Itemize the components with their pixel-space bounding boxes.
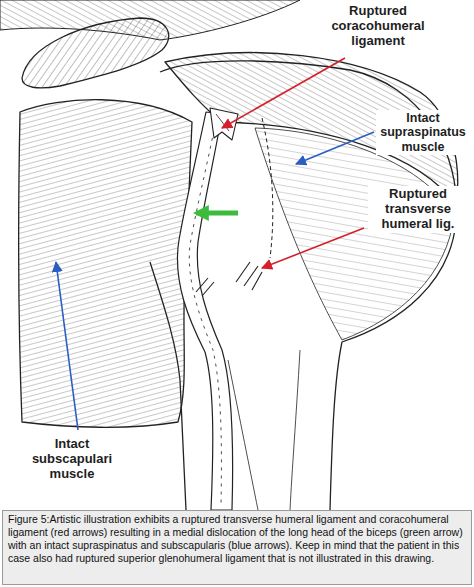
illustration-stroke bbox=[290, 350, 300, 510]
illustration-stroke bbox=[177, 112, 232, 510]
illustration-stroke bbox=[196, 278, 214, 296]
illustration-stroke bbox=[255, 128, 454, 340]
illustration-stroke bbox=[22, 18, 169, 88]
illustration-stroke bbox=[262, 118, 273, 258]
callout-label: Ruptured transverse humeral lig. bbox=[368, 186, 468, 233]
callout-label: Ruptured coracohumeral ligament bbox=[322, 3, 434, 50]
illustration-stroke bbox=[210, 108, 238, 140]
callout-arrows bbox=[56, 58, 374, 430]
anatomy-lines bbox=[0, 0, 458, 510]
red-arrow bbox=[222, 58, 345, 128]
figure-caption: Figure 5:Artistic illustration exhibits … bbox=[3, 511, 471, 567]
blue-arrow bbox=[296, 132, 374, 164]
blue-arrow bbox=[56, 262, 78, 430]
callout-label: Intact subscapulari muscle bbox=[20, 436, 124, 483]
caption-panel: Figure 5:Artistic illustration exhibits … bbox=[2, 510, 472, 585]
illustration-stroke bbox=[236, 262, 262, 290]
red-arrow bbox=[262, 228, 364, 268]
callout-label: Intact supraspinatus muscle bbox=[376, 110, 470, 155]
green-arrow bbox=[196, 211, 238, 216]
illustration-stroke bbox=[19, 100, 192, 428]
illustration-stroke bbox=[189, 130, 221, 505]
